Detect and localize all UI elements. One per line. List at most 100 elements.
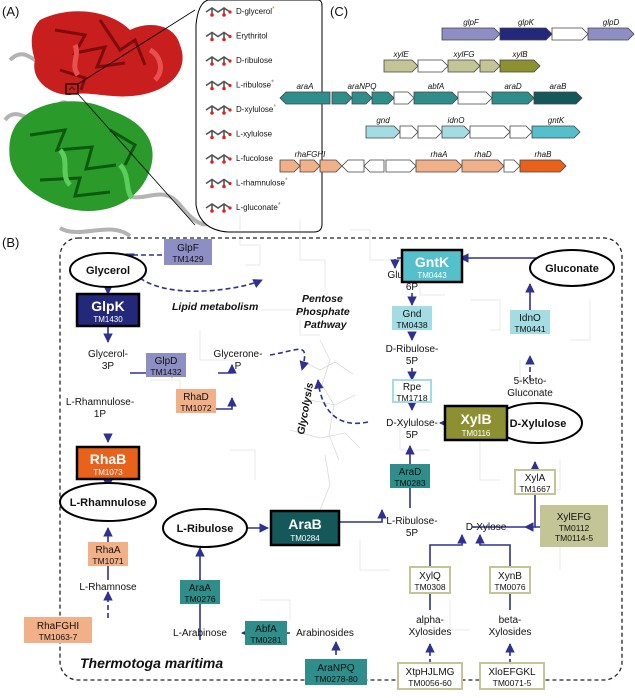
- gene-arrow: [393, 91, 415, 105]
- gene-label: gntK: [548, 116, 565, 125]
- gene-arrow: gntK: [531, 116, 581, 139]
- gene-arrow: glpF: [441, 18, 501, 41]
- metabolite-rhamnulose1p: L-Rhamnulose-1P: [66, 397, 134, 420]
- enzyme-name: RhaD: [183, 392, 209, 403]
- reaction-arrow: [218, 364, 237, 374]
- enzyme-name: XtpHJLMG: [406, 667, 455, 678]
- metabolite-name: D-Xylose: [466, 522, 507, 533]
- ligand-name: D-glycerol*: [236, 6, 275, 16]
- enzyme-id: TM0438: [396, 320, 427, 330]
- metabolite-betaxyl: beta-Xylosides: [489, 615, 532, 638]
- gene-arrow: rhaB: [519, 150, 567, 173]
- node-rhamnulose-label: L-Rhamnulose: [70, 497, 146, 509]
- metabolite-ketogluconate: 5-Keto-Gluconate: [507, 376, 553, 399]
- gene-label: araB: [550, 82, 568, 91]
- metabolite-name: 5-Keto-: [514, 376, 547, 387]
- gene-arrow: rhaFGHI: [295, 150, 326, 173]
- molecule-icon: [205, 178, 232, 189]
- enzyme-name: XylQ: [419, 571, 441, 582]
- metabolite-lribulose5p: L-Ribulose-5P: [386, 516, 437, 539]
- enzyme-id: TM0071-5: [493, 678, 532, 688]
- metabolite-name: L-Ribulose-: [386, 516, 437, 527]
- molecule-icon: [205, 80, 232, 91]
- molecule-icon: [205, 105, 232, 115]
- ligand-name: Erythritol: [236, 32, 268, 41]
- ligand-name: D-xylulose*: [236, 104, 276, 114]
- gene-label: glpF: [463, 18, 480, 27]
- gene-label: araNPQ: [348, 82, 377, 91]
- metabolite-name: 6P: [406, 282, 419, 293]
- gene-label: glpK: [518, 18, 535, 27]
- metabolite-name: L-Arabinose: [173, 628, 227, 639]
- gene-label: araD: [504, 82, 522, 91]
- enzyme-id: TM0441: [514, 324, 545, 334]
- enzyme-name: AraNPQ: [317, 663, 354, 674]
- ligand-item: L-gluconate*: [205, 202, 281, 213]
- enzyme-name: GlpF: [177, 243, 199, 254]
- enzyme-name: GlpK: [91, 298, 124, 314]
- gene-arrow: [503, 159, 521, 173]
- gene-arrow: [341, 159, 365, 173]
- metabolite-name: L-Rhamnulose-: [66, 397, 134, 408]
- metabolic-background: [110, 215, 591, 631]
- gene-arrow: [457, 91, 493, 105]
- metabolite-arabinosides: Arabinosides: [296, 628, 354, 639]
- gene-arrow: [331, 91, 353, 105]
- gene-arrow: gnd: [365, 116, 401, 139]
- node-glycerol-label: Glycerol: [86, 265, 130, 277]
- reaction-arrow: [269, 348, 309, 371]
- enzyme-id: TM1071: [92, 556, 123, 566]
- organism-boundary: [59, 237, 623, 681]
- glycolysis-label: Glycolysis: [295, 382, 316, 436]
- ligand-item: D-xylulose*: [205, 104, 276, 115]
- gene-arrow: idnO: [441, 116, 471, 139]
- panel-label-b: (B): [2, 235, 19, 250]
- gene-arrow: [551, 27, 589, 41]
- metabolite-ribulose5p: D-Ribulose-5P: [386, 344, 439, 367]
- gene-arrow: [363, 159, 385, 173]
- gene-arrow: [469, 125, 511, 139]
- enzyme-name: Gnd: [403, 309, 422, 320]
- gene-label: idnO: [448, 116, 465, 125]
- metabolite-xylose: D-Xylose: [466, 522, 507, 533]
- panel-label-a: (A): [2, 4, 19, 19]
- gene-label: rhaB: [535, 150, 553, 159]
- gene-label: rhaFGHI: [295, 150, 326, 159]
- gene-arrow: rhaD: [461, 150, 505, 173]
- metabolite-name: 5P: [406, 430, 419, 441]
- metabolite-name: 3P: [102, 361, 115, 372]
- ligand-item: L-xylulose: [205, 130, 273, 140]
- metabolite-name: beta-: [499, 615, 522, 626]
- enzyme-id: TM0112: [559, 523, 590, 533]
- node-gluconate: Gluconate: [529, 249, 615, 287]
- enzyme-id: TM1667: [519, 484, 550, 494]
- enzyme-name: XylB: [460, 411, 491, 427]
- ligand-list: D-glycerol*ErythritolD-ribuloseL-ribulos…: [205, 6, 288, 213]
- ligand-name: L-gluconate*: [236, 202, 281, 212]
- enzyme-id: TM0116: [462, 429, 491, 438]
- gene-label: xylE: [392, 50, 409, 59]
- reaction-arrow: [314, 379, 369, 425]
- enzyme-id: TM1063-7: [39, 632, 78, 642]
- metabolite-name: Glycerone-: [214, 349, 263, 360]
- ppp-label: Pentose Phosphate Pathway: [296, 293, 353, 331]
- enzyme-id: TM0281: [250, 635, 281, 645]
- gene-arrow: [417, 59, 449, 73]
- molecule-icon: [205, 203, 232, 213]
- gene-label: abfA: [428, 82, 444, 91]
- enzyme-name: RhaA: [95, 545, 120, 556]
- ligand-item: L-fucolose: [205, 154, 273, 164]
- metabolite-glycerol3p: Glycerol-3P: [88, 349, 128, 372]
- gene-arrow: [509, 125, 533, 139]
- enzyme-id: TM0284: [290, 534, 320, 543]
